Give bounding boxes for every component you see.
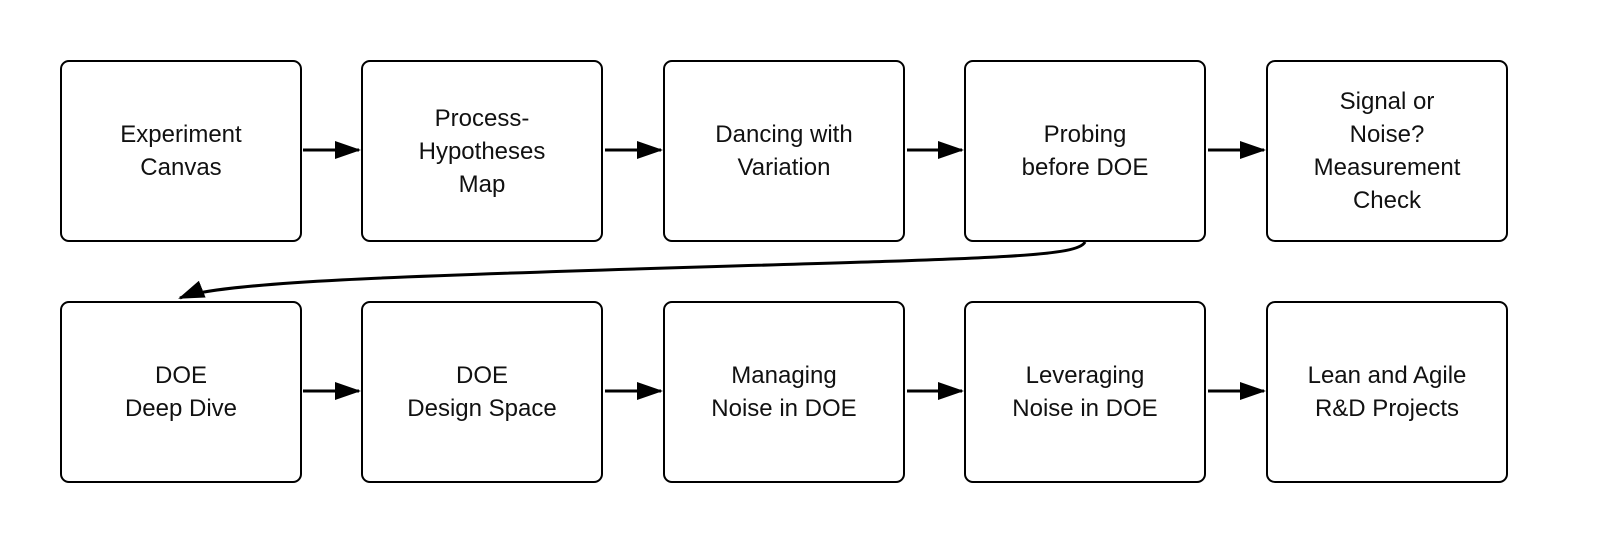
- step-managing-noise: Managing Noise in DOE: [663, 301, 905, 483]
- step-doe-design-space: DOE Design Space: [361, 301, 603, 483]
- step-experiment-canvas: Experiment Canvas: [60, 60, 302, 242]
- step-label: DOE Design Space: [407, 362, 557, 422]
- step-process-hypotheses-map: Process- Hypotheses Map: [361, 60, 603, 242]
- step-measurement-check: Signal or Noise? Measurement Check: [1266, 60, 1508, 242]
- step-label: Dancing with Variation: [715, 121, 853, 181]
- step-label: Leveraging Noise in DOE: [1012, 362, 1158, 422]
- step-label: Managing Noise in DOE: [711, 362, 857, 422]
- step-leveraging-noise: Leveraging Noise in DOE: [964, 301, 1206, 483]
- step-label: Lean and Agile R&D Projects: [1307, 362, 1467, 422]
- step-probing-before-doe: Probing before DOE: [964, 60, 1206, 242]
- arrow-4-6: [178, 241, 1087, 300]
- step-label: Probing before DOE: [1021, 121, 1149, 181]
- step-lean-agile-projects: Lean and Agile R&D Projects: [1266, 301, 1508, 483]
- step-label: Signal or Noise? Measurement Check: [1313, 88, 1461, 214]
- step-dancing-with-variation: Dancing with Variation: [663, 60, 905, 242]
- step-label: DOE Deep Dive: [124, 362, 238, 422]
- step-label: Experiment Canvas: [120, 121, 242, 181]
- step-doe-deep-dive: DOE Deep Dive: [60, 301, 302, 483]
- step-label: Process- Hypotheses Map: [418, 104, 546, 198]
